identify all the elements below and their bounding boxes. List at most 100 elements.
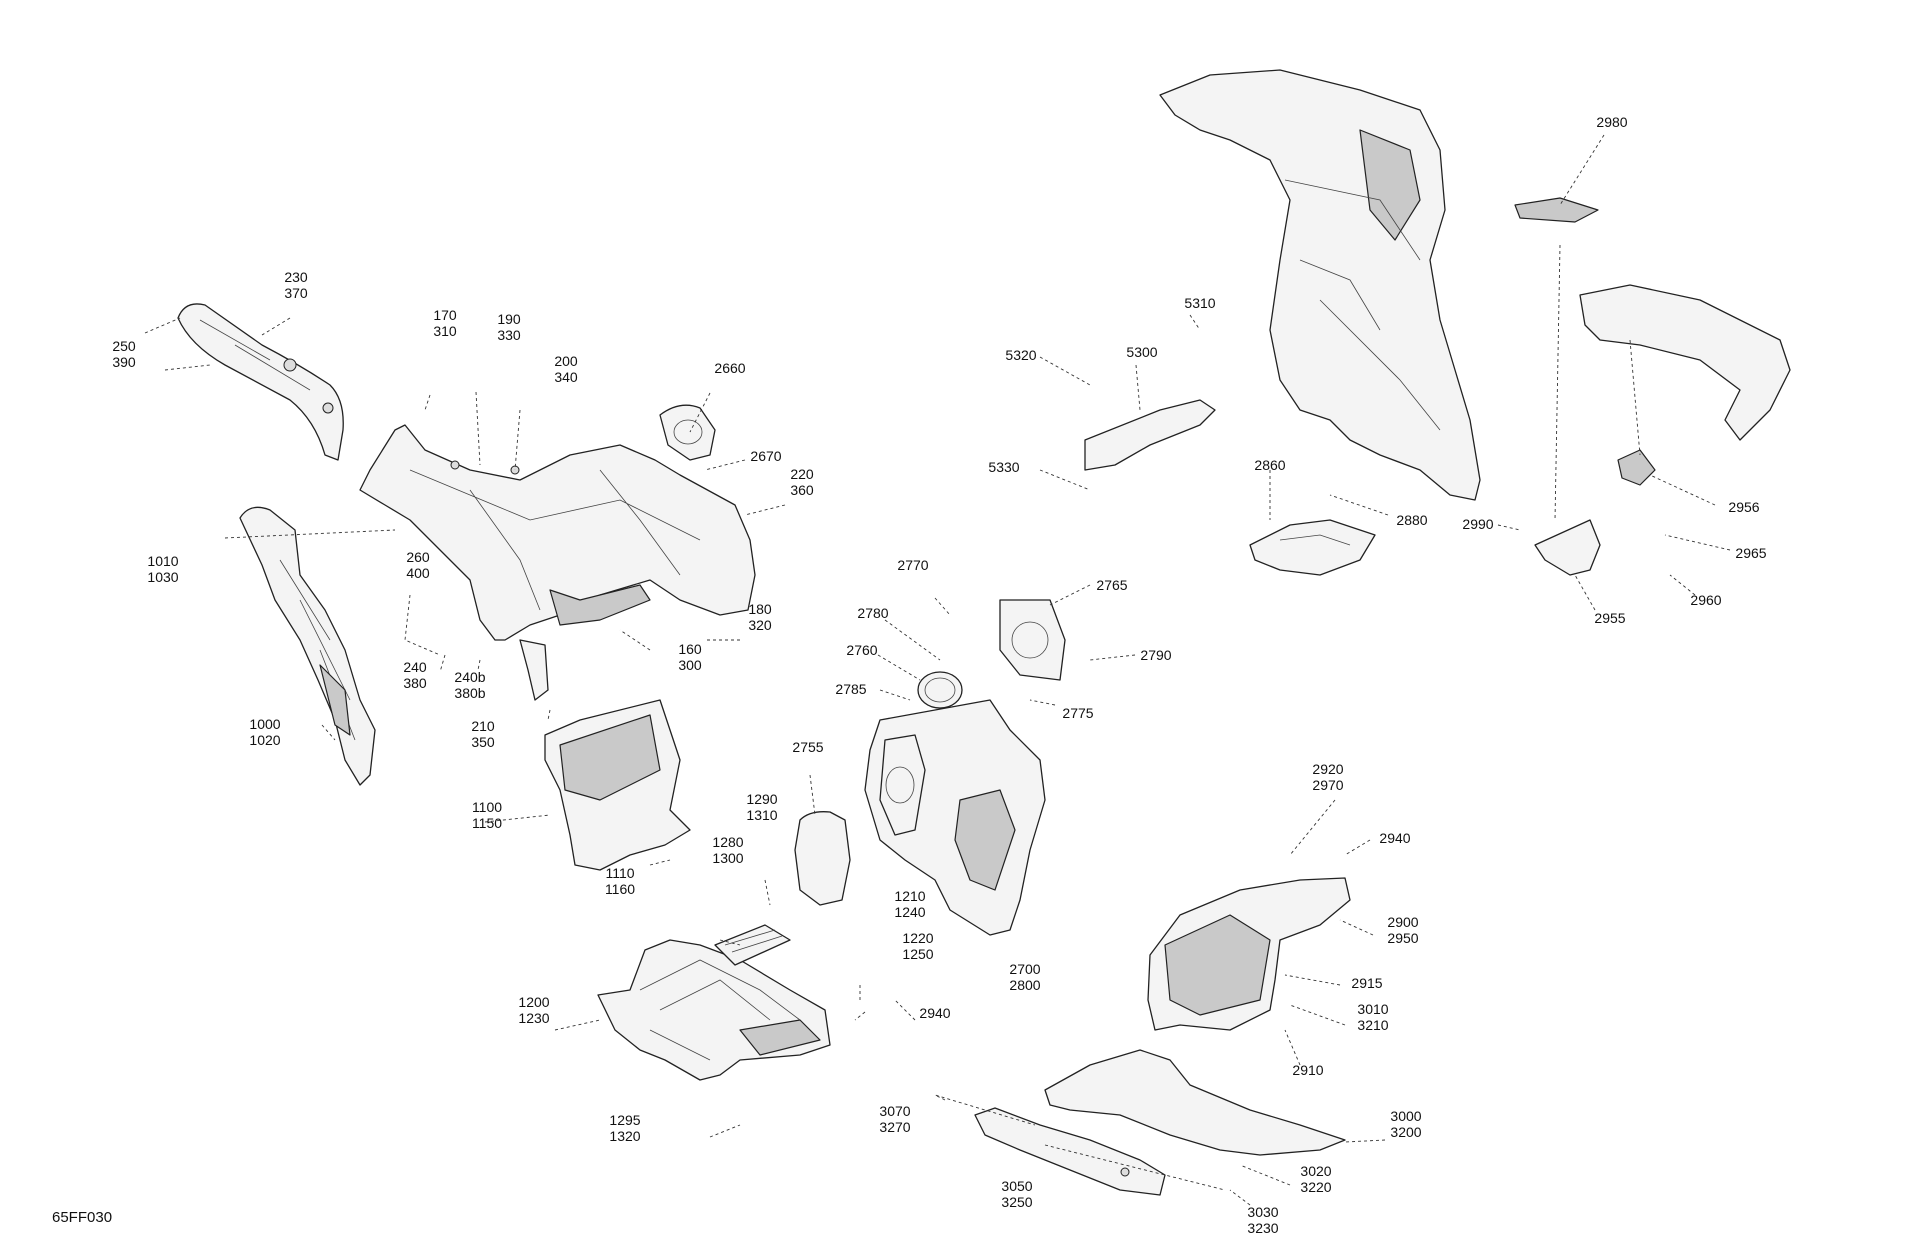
part-step-bracket	[714, 924, 791, 966]
part-tray-2860	[1249, 519, 1376, 576]
part-number-label: 2860	[1254, 457, 1285, 473]
part-number-label: 1240	[894, 904, 925, 920]
part-number-label: 1150	[472, 815, 502, 831]
part-number-label: 5300	[1126, 344, 1157, 360]
part-number-label: 370	[284, 285, 308, 301]
part-number-label: 220	[790, 466, 814, 482]
part-number-label: 170	[433, 307, 457, 323]
part-speaker-ring	[917, 671, 963, 709]
part-number-label: 2660	[714, 360, 745, 376]
part-number-label: 160	[678, 641, 702, 657]
part-number-label: 3250	[1001, 1194, 1032, 1210]
part-number-label: 5320	[1005, 347, 1036, 363]
part-number-label: 1210	[894, 888, 925, 904]
part-bracket-5300	[1084, 399, 1216, 471]
part-number-label: 2775	[1062, 705, 1093, 721]
part-number-label: 2980	[1596, 114, 1627, 130]
part-number-label: 330	[497, 327, 521, 343]
part-number-label: 190	[497, 311, 521, 327]
part-number-label: 3020	[1300, 1163, 1331, 1179]
part-number-label: 310	[433, 323, 457, 339]
part-number-label: 2670	[750, 448, 781, 464]
part-floor-tray	[597, 939, 831, 1081]
diagram-code: 65FF030	[52, 1209, 112, 1226]
part-speaker-bracket	[999, 599, 1066, 681]
part-gauge-bezel	[659, 404, 716, 461]
part-number-label: 2955	[1594, 610, 1625, 626]
part-number-label: 2770	[897, 557, 928, 573]
part-number-label: 5310	[1184, 295, 1215, 311]
part-number-label: 5330	[988, 459, 1019, 475]
part-number-label: 360	[790, 482, 814, 498]
part-number-label: 2950	[1387, 930, 1418, 946]
part-center-dash	[864, 699, 1046, 936]
part-number-label: 3050	[1001, 1178, 1032, 1194]
part-number-label: 2700	[1009, 961, 1040, 977]
part-number-label: 300	[678, 657, 702, 673]
part-number-label: 2990	[1462, 516, 1493, 532]
part-number-label: 2790	[1140, 647, 1171, 663]
part-number-label: 2755	[792, 739, 823, 755]
part-side-handle	[177, 303, 344, 461]
part-number-label: 1030	[147, 569, 178, 585]
part-number-label: 240b	[454, 669, 485, 685]
part-number-label: 3030	[1247, 1204, 1278, 1220]
part-right-fender	[1147, 877, 1351, 1031]
part-number-label: 3000	[1390, 1108, 1421, 1124]
part-number-label: 200	[554, 353, 578, 369]
part-number-label: 3230	[1247, 1220, 1278, 1236]
part-number-label: 1230	[518, 1010, 549, 1026]
part-number-label: 380	[403, 675, 427, 691]
part-number-label: 390	[112, 354, 136, 370]
part-number-label: 1100	[472, 799, 502, 815]
part-number-label: 1290	[746, 791, 777, 807]
part-number-label: 400	[406, 565, 430, 581]
part-number-label: 2785	[835, 681, 866, 697]
part-number-label: 1300	[712, 850, 743, 866]
part-number-label: 180	[748, 601, 772, 617]
part-number-label: 1280	[712, 834, 743, 850]
part-number-label: 2920	[1312, 761, 1343, 777]
part-number-label: 3070	[879, 1103, 910, 1119]
part-lower-console-cover	[544, 699, 691, 871]
part-number-label: 3220	[1300, 1179, 1331, 1195]
part-number-label: 350	[471, 734, 495, 750]
part-number-label: 2760	[846, 642, 877, 658]
part-number-label: 250	[112, 338, 136, 354]
leader-lines	[144, 134, 1731, 1206]
part-number-label: 2965	[1735, 545, 1766, 561]
part-number-label: 3270	[879, 1119, 910, 1135]
part-number-label: 240	[403, 659, 427, 675]
part-number-label: 340	[554, 369, 578, 385]
part-number-label: 3010	[1357, 1001, 1388, 1017]
part-number-label: 1010	[147, 553, 178, 569]
part-number-label: 2970	[1312, 777, 1343, 793]
part-number-label: 2880	[1396, 512, 1427, 528]
part-number-label: 2765	[1096, 577, 1127, 593]
part-number-label: 230	[284, 269, 308, 285]
part-number-label: 1250	[902, 946, 933, 962]
part-rear-body-upper	[1159, 69, 1791, 501]
part-number-label: 1200	[518, 994, 549, 1010]
part-bracket-2955	[1534, 519, 1601, 576]
part-number-label: 1310	[746, 807, 777, 823]
part-number-label: 2956	[1728, 499, 1759, 515]
part-2956	[1617, 449, 1656, 486]
part-plate-2980	[1514, 197, 1599, 223]
part-glove-box-door	[794, 811, 851, 906]
part-number-label: 2940	[919, 1005, 950, 1021]
part-number-label: 2960	[1690, 592, 1721, 608]
part-left-inner-panel	[239, 506, 376, 786]
part-number-label: 2780	[857, 605, 888, 621]
part-number-label: 1160	[605, 881, 635, 897]
part-number-label: 380b	[454, 685, 485, 701]
part-number-label: 1020	[249, 732, 280, 748]
part-number-label: 3200	[1390, 1124, 1421, 1140]
part-number-label: 2800	[1009, 977, 1040, 993]
part-right-lower-panel	[1044, 1049, 1346, 1156]
part-number-label: 2915	[1351, 975, 1382, 991]
part-number-label: 1110	[605, 865, 634, 881]
part-number-label: 210	[471, 718, 495, 734]
